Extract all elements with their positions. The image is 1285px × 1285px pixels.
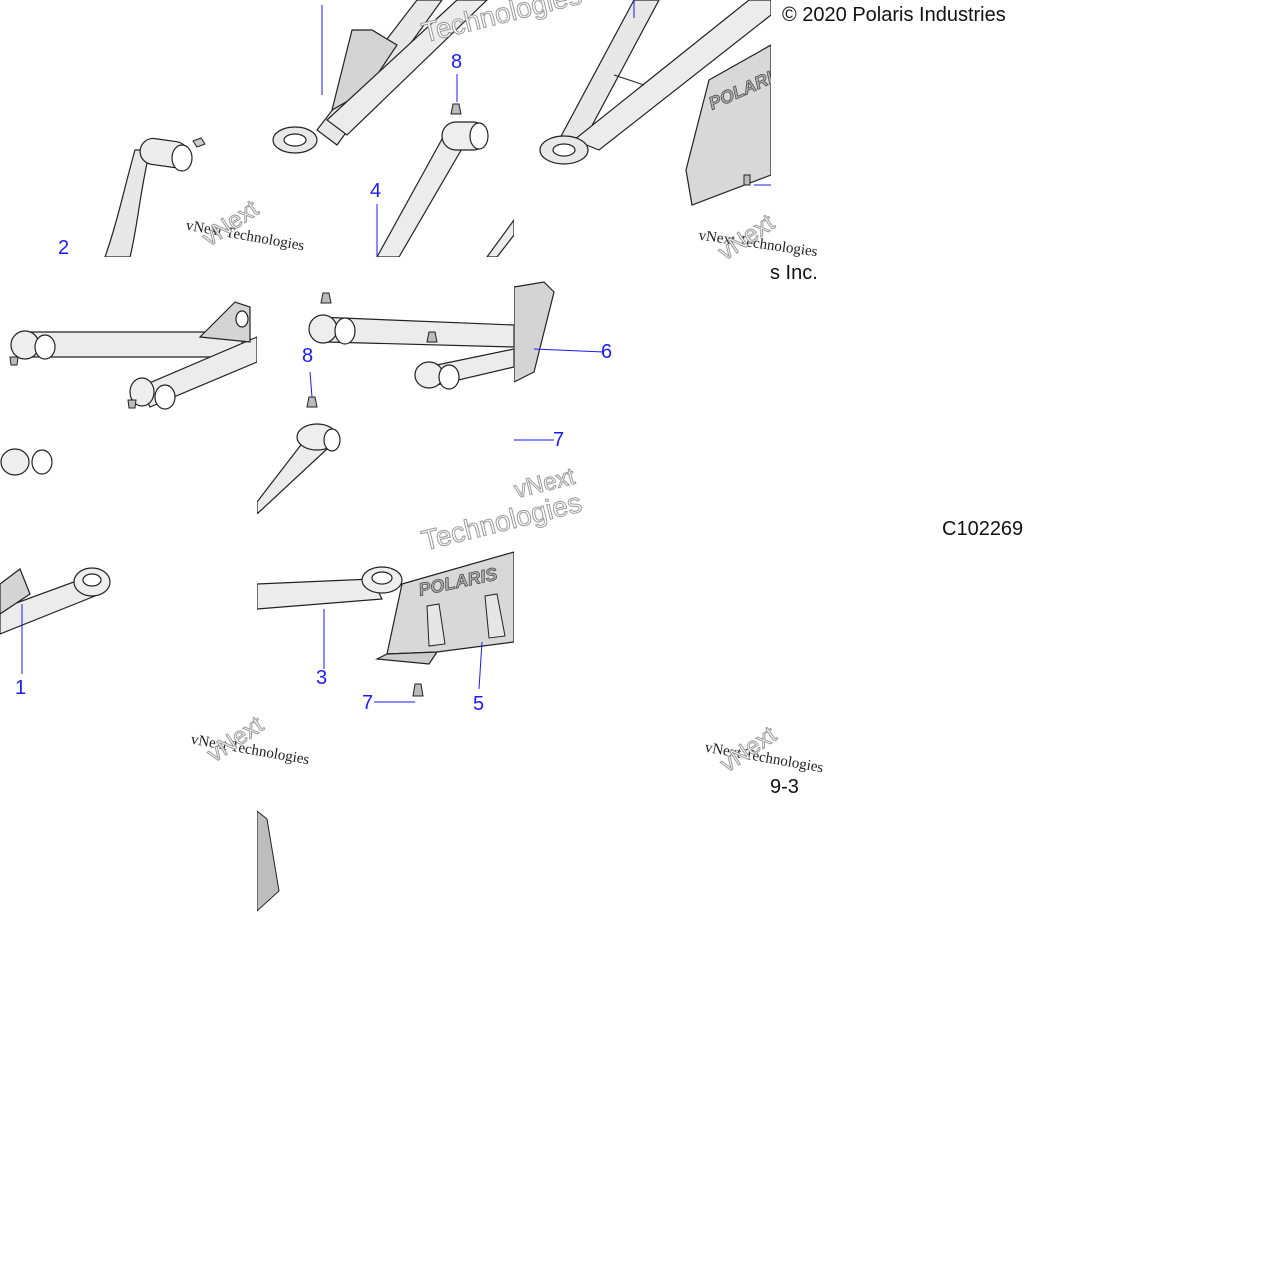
front-skid-plate-drawing: POLARIS: [257, 551, 514, 703]
lower-arm-end-drawing: [0, 567, 111, 674]
diagram-tile-mid-center: [257, 257, 514, 514]
diagram-tile-mid-right: [514, 257, 771, 514]
upper-a-arm-drawing: [272, 0, 514, 257]
copyright-tail: s Inc.: [770, 262, 818, 284]
skid-plate-side-drawing: [514, 281, 605, 441]
copyright-notice: © 2020 Polaris Industries: [782, 4, 1006, 26]
diagram-tile-bottom-left: [0, 514, 257, 771]
callout-2: 2: [58, 237, 70, 259]
diagram-tile-top-middle: [257, 0, 514, 257]
callout-6: 6: [601, 341, 613, 363]
arm-pivots-drawing: [257, 292, 514, 514]
watermark-outline: vNext: [715, 721, 782, 779]
arm-skid-plate-drawing: POLARIS: [539, 0, 771, 206]
callout-4: 4: [370, 180, 382, 202]
diagram-tile-bottom-strip: [257, 771, 514, 1028]
callout-1: 1: [15, 677, 27, 699]
diagram-tile-top-right: POLARIS: [514, 0, 771, 257]
diagram-tile-bottom-center: POLARIS: [257, 514, 514, 771]
lower-a-arm-drawing: [0, 301, 257, 476]
callout-5: 5: [473, 693, 485, 715]
callout-3: 3: [316, 667, 328, 689]
callout-8-upper: 8: [451, 51, 463, 73]
arm-end-drawing: [104, 137, 206, 257]
callout-7-upper: 7: [553, 429, 565, 451]
skid-plate-edge-drawing: [257, 810, 280, 912]
figure-code: C102269: [942, 518, 1024, 540]
callout-8-lower: 8: [302, 345, 314, 367]
figure-code-tail: 9-3: [770, 776, 799, 798]
callout-7-lower: 7: [362, 692, 374, 714]
diagram-tile-mid-left: [0, 257, 257, 514]
diagram-tile-top-left: [0, 0, 257, 257]
